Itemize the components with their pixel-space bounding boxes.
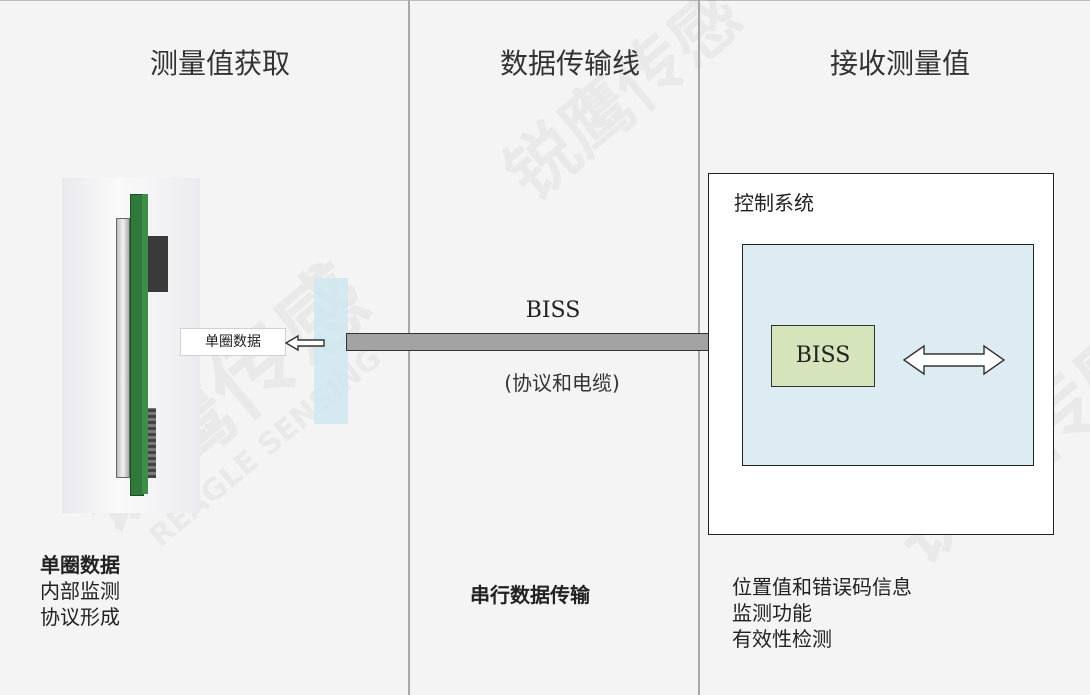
biss-interface-block: BISS [771, 325, 875, 387]
footer-acquire: 单圈数据 内部监测 协议形成 [40, 552, 120, 630]
frame-top-border [0, 0, 1090, 1]
footer-acquire-line: 内部监测 [40, 579, 120, 603]
control-system-title: 控制系统 [734, 191, 814, 215]
footer-receive-line: 有效性检测 [732, 627, 832, 651]
footer-acquire-line: 协议形成 [40, 605, 120, 629]
encoder-device-illustration [62, 178, 202, 513]
footer-receive: 位置值和错误码信息 监测功能 有效性检测 [732, 574, 912, 652]
single-turn-data-tag: 单圈数据 [180, 328, 286, 356]
footer-receive-line: 位置值和错误码信息 [732, 575, 912, 599]
footer-transmit-heading: 串行数据传输 [470, 583, 590, 607]
hollow-arrow-icon [284, 334, 325, 352]
column-title-transmit: 数据传输线 [499, 47, 640, 80]
signal-highlight-bar [314, 278, 348, 424]
bidirectional-arrow-icon [902, 344, 1006, 376]
data-cable [346, 333, 746, 351]
footer-transmit: 串行数据传输 [470, 582, 590, 608]
encoder-disk [116, 218, 130, 478]
column-title-acquire: 测量值获取 [149, 47, 290, 80]
footer-acquire-heading: 单圈数据 [40, 553, 120, 577]
encoder-pin-header [148, 408, 156, 478]
encoder-connector [148, 236, 168, 292]
column-title-receive: 接收测量值 [829, 47, 970, 80]
cable-protocol-label: BISS [525, 298, 581, 323]
footer-receive-line: 监测功能 [732, 601, 812, 625]
encoder-pcb-edge [142, 194, 148, 494]
cable-protocol-sublabel: (协议和电缆) [504, 371, 620, 395]
